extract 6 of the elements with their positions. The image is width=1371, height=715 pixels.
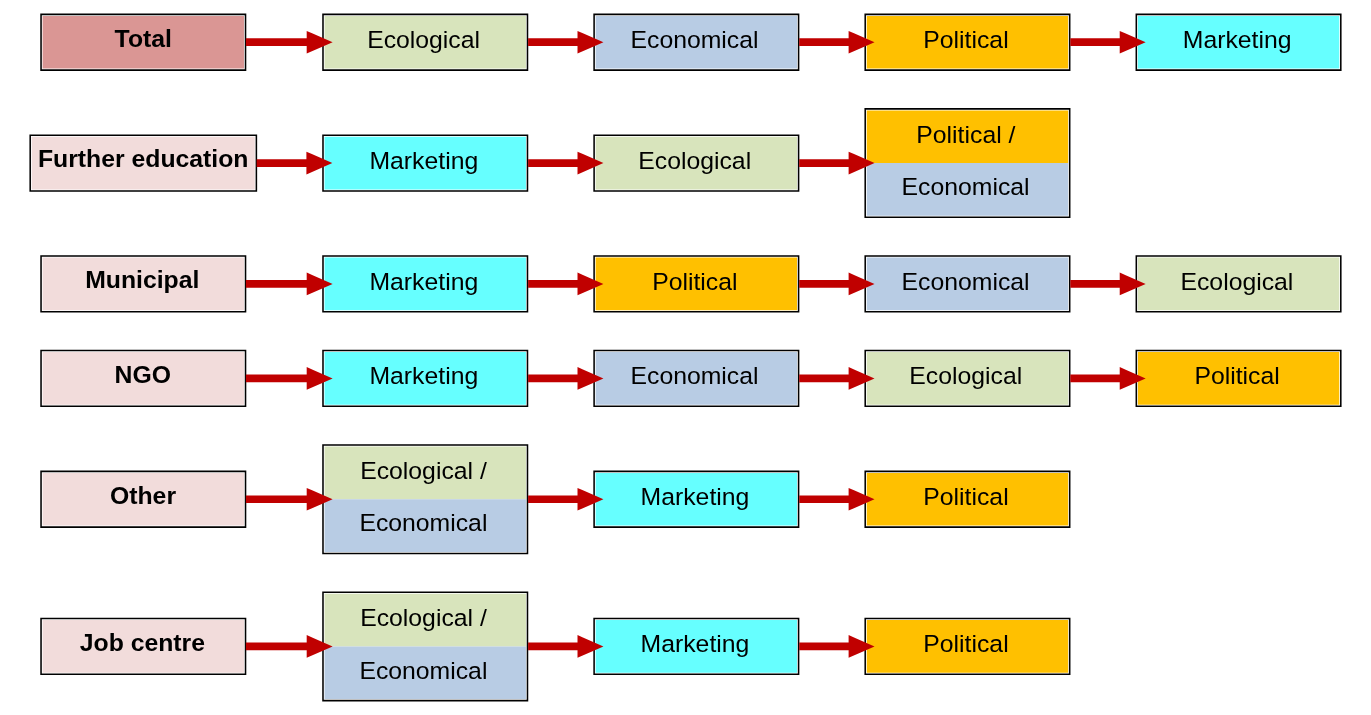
arrow (256, 151, 333, 175)
arrow (245, 487, 333, 511)
arrow (245, 635, 333, 658)
arrow (245, 367, 333, 390)
arrow (245, 30, 333, 54)
arrow (245, 272, 333, 296)
